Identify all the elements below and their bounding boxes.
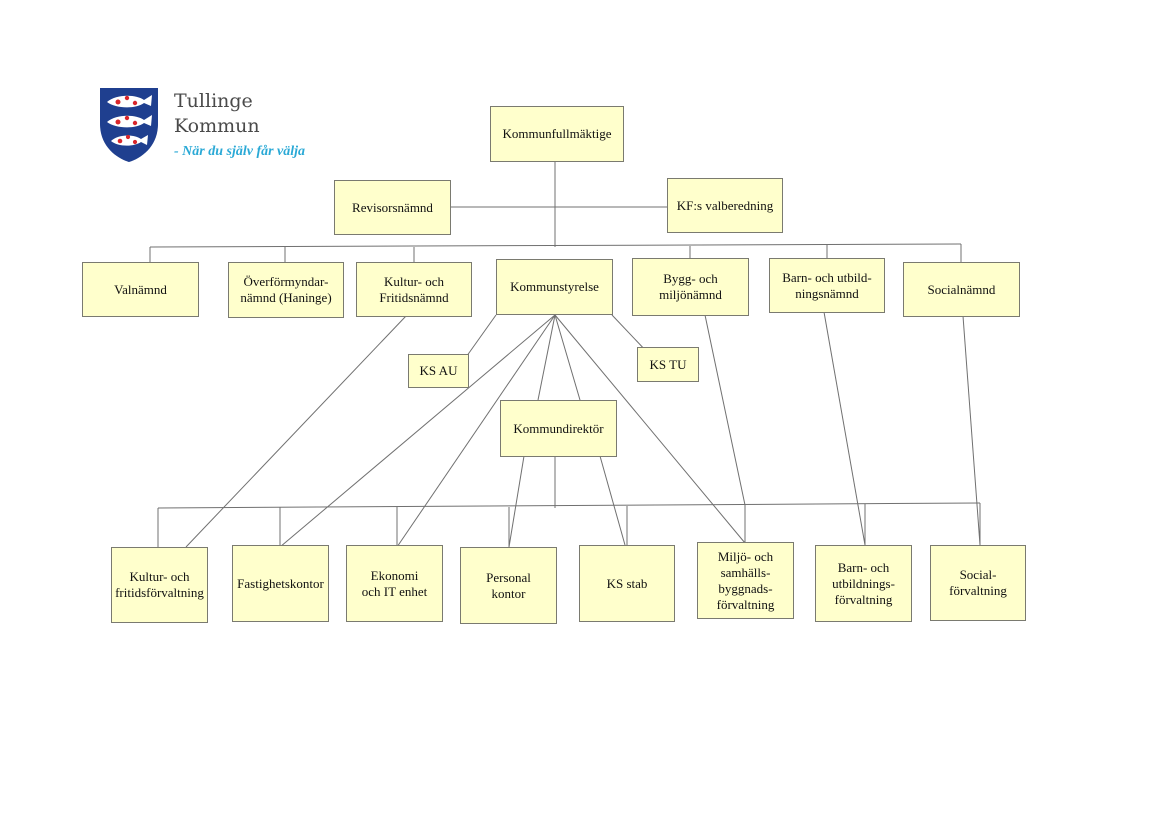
node-fastighetskontor: Fastighetskontor (232, 545, 329, 622)
node-valnamnd: Valnämnd (82, 262, 199, 317)
shield-with-three-fish-icon (100, 88, 158, 162)
logo-name-line2: Kommun (174, 115, 260, 137)
node-ekonomi-it-enhet: Ekonomi och IT enhet (346, 545, 443, 622)
tullinge-logo: Tullinge Kommun - När du själv får välja (98, 86, 338, 166)
logo-name-line1: Tullinge (174, 90, 253, 112)
node-socialnamnd: Socialnämnd (903, 262, 1020, 317)
node-barn-utbildningsnamnd: Barn- och utbild- ningsnämnd (769, 258, 885, 313)
node-kommunstyrelse: Kommunstyrelse (496, 259, 613, 315)
node-bygg-miljonamnd: Bygg- och miljönämnd (632, 258, 749, 316)
logo-tagline: - När du själv får välja (174, 144, 306, 159)
connector-ks-fastighet (279, 314, 556, 548)
connector-barnnamnd-forv (823, 311, 866, 546)
node-kf-valberedning: KF:s valberedning (667, 178, 783, 233)
node-revisorsnamnd: Revisorsnämnd (334, 180, 451, 235)
connector-board-bus (149, 243, 962, 248)
connector-direktor-personal (508, 455, 525, 548)
connector-socialnamnd-forv (962, 315, 981, 546)
node-ks-tu: KS TU (637, 347, 699, 382)
connector-direktor-ksstab (599, 455, 626, 546)
node-personalkontor: Personal kontor (460, 547, 557, 624)
connector-byggnamnd-miljo (704, 314, 746, 506)
node-barn-utbildningsforvaltning: Barn- och utbildnings- förvaltning (815, 545, 912, 622)
node-kultur-fritidsforvaltning: Kultur- och fritidsförvaltning (111, 547, 208, 623)
connector-ks-direktor (537, 314, 556, 401)
node-socialforvaltning: Social- förvaltning (930, 545, 1026, 621)
node-kommundirektor: Kommundirektör (500, 400, 617, 457)
node-ks-stab: KS stab (579, 545, 675, 622)
connector-ks-tu (611, 314, 649, 354)
node-kultur-fritidsnamnd: Kultur- och Fritidsnämnd (356, 262, 472, 317)
node-ks-au: KS AU (408, 354, 469, 388)
node-overformyndarnamnd: Överförmyndar- nämnd (Haninge) (228, 262, 344, 318)
node-miljo-samhallsbyggnadsforvaltning: Miljö- och samhälls- byggnads- förvaltni… (697, 542, 794, 619)
connector-ks-ekonomi (396, 314, 556, 548)
connector-ks-direktor-2 (554, 314, 581, 401)
connector-admin-bus (157, 502, 981, 509)
connector-kulturnamnd-forv (185, 315, 407, 548)
node-kommunfullmaktige: Kommunfullmäktige (490, 106, 624, 162)
